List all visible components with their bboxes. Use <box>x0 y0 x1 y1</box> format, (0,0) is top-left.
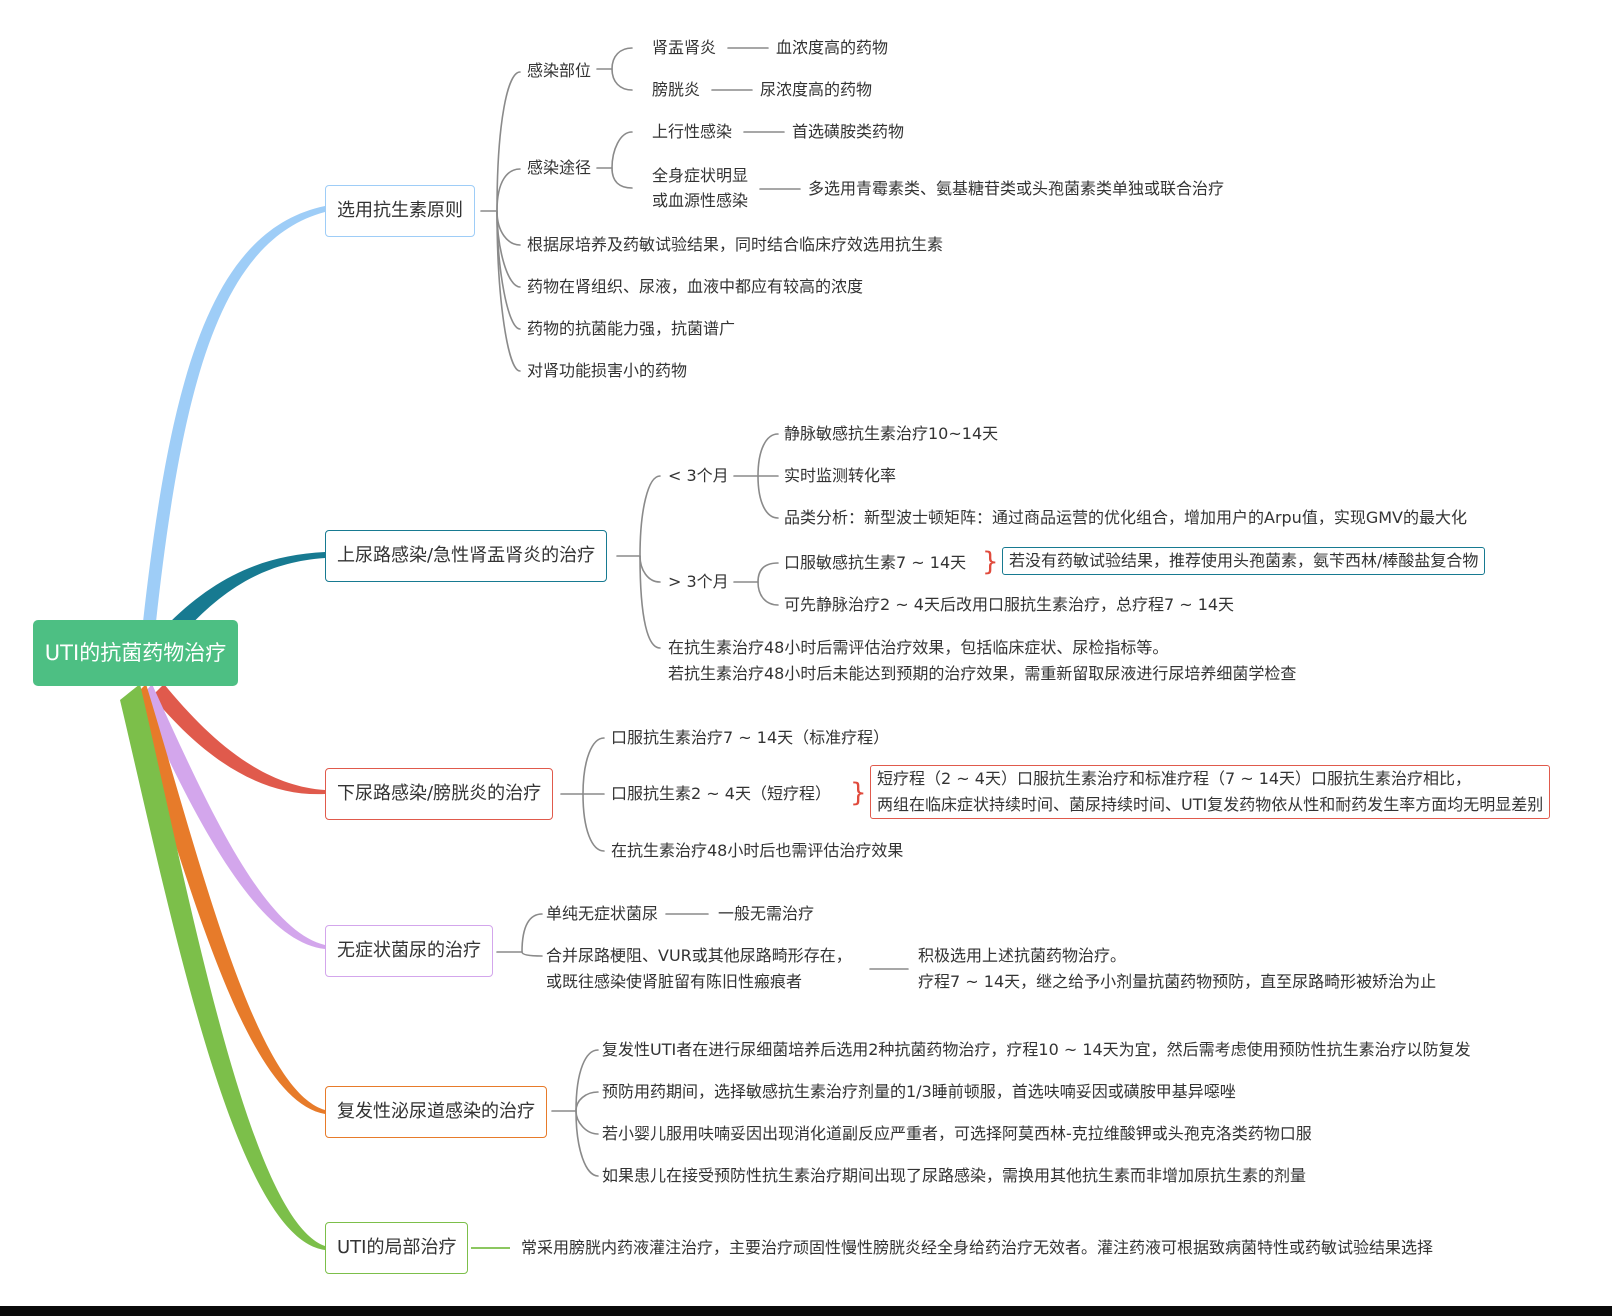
node-simple-asb[interactable]: 单纯无症状菌尿 <box>546 904 659 923</box>
node-short-course[interactable]: 口服抗生素2 ~ 4天（短疗程） <box>611 784 831 803</box>
node-recurrent-4[interactable]: 如果患儿在接受预防性抗生素治疗期间出现了尿路感染，需换用其他抗生素而非增加原抗生… <box>602 1166 1307 1185</box>
node-pyelonephritis[interactable]: 肾盂肾炎 <box>652 38 717 57</box>
note-line-2: 两组在临床症状持续时间、菌尿持续时间、UTI复发药物依从性和耐药发生率方面均无明… <box>877 795 1544 814</box>
node-iv-antibiotic[interactable]: 静脉敏感抗生素治疗10~14天 <box>784 424 999 443</box>
summary-brace: } <box>982 547 999 577</box>
topic-antibiotic-principles[interactable]: 选用抗生素原则 <box>325 185 475 237</box>
node-recurrent-2[interactable]: 预防用药期间，选择敏感抗生素治疗剂量的1/3睡前顿服，首选呋喃妥因或磺胺甲基异噁… <box>602 1082 1236 1101</box>
subtopic-infection-site[interactable]: 感染部位 <box>527 61 592 80</box>
node-pyelo-drug[interactable]: 血浓度高的药物 <box>776 38 889 57</box>
node-systemic-line1[interactable]: 全身症状明显 <box>652 166 749 185</box>
node-principle-2[interactable]: 药物在肾组织、尿液，血液中都应有较高的浓度 <box>527 277 864 296</box>
node-eval-48h[interactable]: 在抗生素治疗48小时后也需评估治疗效果 <box>611 841 904 860</box>
note-line-1: 短疗程（2 ~ 4天）口服抗生素治疗和标准疗程（7 ~ 14天）口服抗生素治疗相… <box>877 769 1472 788</box>
subtopic-under-3-months[interactable]: < 3个月 <box>668 466 729 485</box>
node-monitor-rate[interactable]: 实时监测转化率 <box>784 466 897 485</box>
topic-recurrent-uti[interactable]: 复发性泌尿道感染的治疗 <box>325 1086 547 1138</box>
node-complex-tx-line1[interactable]: 积极选用上述抗菌药物治疗。 <box>918 946 1127 965</box>
node-eval-line2[interactable]: 若抗生素治疗48小时后未能达到预期的治疗效果，需重新留取尿液进行尿培养细菌学检查 <box>668 664 1297 683</box>
node-no-treatment[interactable]: 一般无需治疗 <box>718 904 815 923</box>
node-ascending-drug[interactable]: 首选磺胺类药物 <box>792 122 905 141</box>
node-systemic-line2[interactable]: 或血源性感染 <box>652 191 749 210</box>
node-cystitis[interactable]: 膀胱炎 <box>652 80 701 99</box>
node-systemic-drug[interactable]: 多选用青霉素类、氨基糖苷类或头孢菌素类单独或联合治疗 <box>808 179 1225 198</box>
node-complex-line1[interactable]: 合并尿路梗阻、VUR或其他尿路畸形存在， <box>546 946 852 965</box>
node-principle-4[interactable]: 对肾功能损害小的药物 <box>527 361 688 380</box>
node-principle-3[interactable]: 药物的抗菌能力强，抗菌谱广 <box>527 319 736 338</box>
node-recurrent-3[interactable]: 若小婴儿服用呋喃妥因出现消化道副反应严重者，可选择阿莫西林-克拉维酸钾或头孢克洛… <box>602 1124 1312 1143</box>
note-no-sensitivity-test[interactable]: 若没有药敏试验结果，推荐使用头孢菌素，氨苄西林/棒酸盐复合物 <box>1002 547 1486 575</box>
node-complex-tx-line2[interactable]: 疗程7 ~ 14天，继之给予小剂量抗菌药物预防，直至尿路畸形被矫治为止 <box>918 972 1437 991</box>
bottom-border <box>0 1306 1612 1316</box>
node-standard-course[interactable]: 口服抗生素治疗7 ~ 14天（标准疗程） <box>611 728 890 747</box>
topic-local-treatment[interactable]: UTI的局部治疗 <box>325 1222 469 1274</box>
node-iv-then-oral[interactable]: 可先静脉治疗2 ~ 4天后改用口服抗生素治疗，总疗程7 ~ 14天 <box>784 595 1235 614</box>
topic-asymptomatic-bacteriuria[interactable]: 无症状菌尿的治疗 <box>325 925 493 977</box>
node-category-analysis[interactable]: 品类分析：新型波士顿矩阵：通过商品运营的优化组合，增加用户的Arpu值，实现GM… <box>784 508 1467 527</box>
node-bladder-instillation[interactable]: 常采用膀胱内药液灌注治疗，主要治疗顽固性慢性膀胱炎经全身给药治疗无效者。灌注药液… <box>521 1238 1434 1257</box>
node-principle-1[interactable]: 根据尿培养及药敏试验结果，同时结合临床疗效选用抗生素 <box>527 235 944 254</box>
node-cystitis-drug[interactable]: 尿浓度高的药物 <box>760 80 873 99</box>
subtopic-infection-route[interactable]: 感染途径 <box>527 158 592 177</box>
topic-upper-uti[interactable]: 上尿路感染/急性肾盂肾炎的治疗 <box>325 530 608 582</box>
node-eval-line1[interactable]: 在抗生素治疗48小时后需评估治疗效果，包括临床症状、尿检指标等。 <box>668 638 1169 657</box>
node-recurrent-1[interactable]: 复发性UTI者在进行尿细菌培养后选用2种抗菌药物治疗，疗程10 ~ 14天为宜，… <box>602 1040 1471 1059</box>
node-oral-antibiotic[interactable]: 口服敏感抗生素7 ~ 14天 <box>784 553 967 572</box>
node-complex-line2[interactable]: 或既往感染使肾脏留有陈旧性瘢痕者 <box>546 972 803 991</box>
root-topic[interactable]: UTI的抗菌药物治疗 <box>33 620 238 686</box>
topic-lower-uti[interactable]: 下尿路感染/膀胱炎的治疗 <box>325 768 554 820</box>
subtopic-over-3-months[interactable]: > 3个月 <box>668 572 729 591</box>
node-ascending-infection[interactable]: 上行性感染 <box>652 122 733 141</box>
note-course-comparison[interactable]: 短疗程（2 ~ 4天）口服抗生素治疗和标准疗程（7 ~ 14天）口服抗生素治疗相… <box>870 765 1551 819</box>
summary-brace: } <box>850 778 867 808</box>
